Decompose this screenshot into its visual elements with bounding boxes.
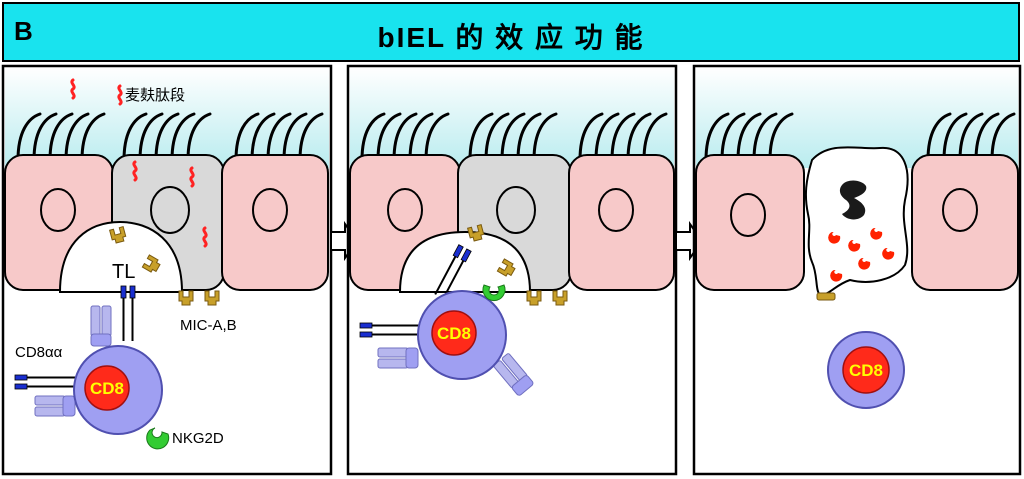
nkg2d-receptor (146, 427, 170, 450)
nucleus (496, 186, 536, 234)
cd8-label: CD8 (437, 324, 471, 343)
cd8aa-label: CD8αα (15, 344, 63, 361)
fragmented-nucleus (839, 180, 867, 220)
nucleus (942, 188, 978, 232)
cd8-label: CD8 (90, 379, 124, 398)
nucleus (252, 188, 288, 232)
nkg2d-receptor (482, 284, 506, 302)
epithelial-cell (568, 154, 675, 291)
nucleus (387, 188, 423, 232)
epithelial-cell (695, 154, 805, 291)
t-cell-nucleus (84, 365, 130, 411)
tl-label: TL (112, 261, 135, 283)
epithelial-cell (221, 154, 329, 291)
gliadin-label: 麦麸肽段 (125, 87, 185, 104)
panel-2: CD8 (346, 64, 678, 476)
panel-3: CD8 (692, 64, 1022, 476)
nucleus (730, 193, 766, 237)
t-cell-nucleus (842, 346, 890, 394)
title-bar: B bIEL 的 效 应 功 能 (2, 2, 1020, 62)
page-title: bIEL 的 效 应 功 能 (377, 22, 645, 53)
t-cell: CD8 (14, 285, 170, 450)
panel-letter: B (14, 16, 33, 46)
nucleus (150, 186, 190, 234)
panel-1: 麦麸肽段 TL MIC-A,B CD8 CD8αα NKG2D (1, 64, 333, 476)
mic-label: MIC-A,B (180, 317, 237, 334)
nkg2d-label: NKG2D (172, 430, 224, 447)
t-cell: CD8 (827, 331, 905, 409)
iel-pocket (58, 220, 184, 293)
t-cell: CD8 (359, 243, 535, 397)
epithelial-cell (911, 154, 1019, 291)
nucleus (40, 188, 76, 232)
apoptotic-bodies (828, 228, 895, 282)
apoptotic-cell (804, 146, 909, 297)
nucleus (598, 188, 634, 232)
t-cell-nucleus (431, 310, 477, 356)
membrane-fragment (816, 292, 836, 301)
cd8-label: CD8 (849, 361, 883, 380)
